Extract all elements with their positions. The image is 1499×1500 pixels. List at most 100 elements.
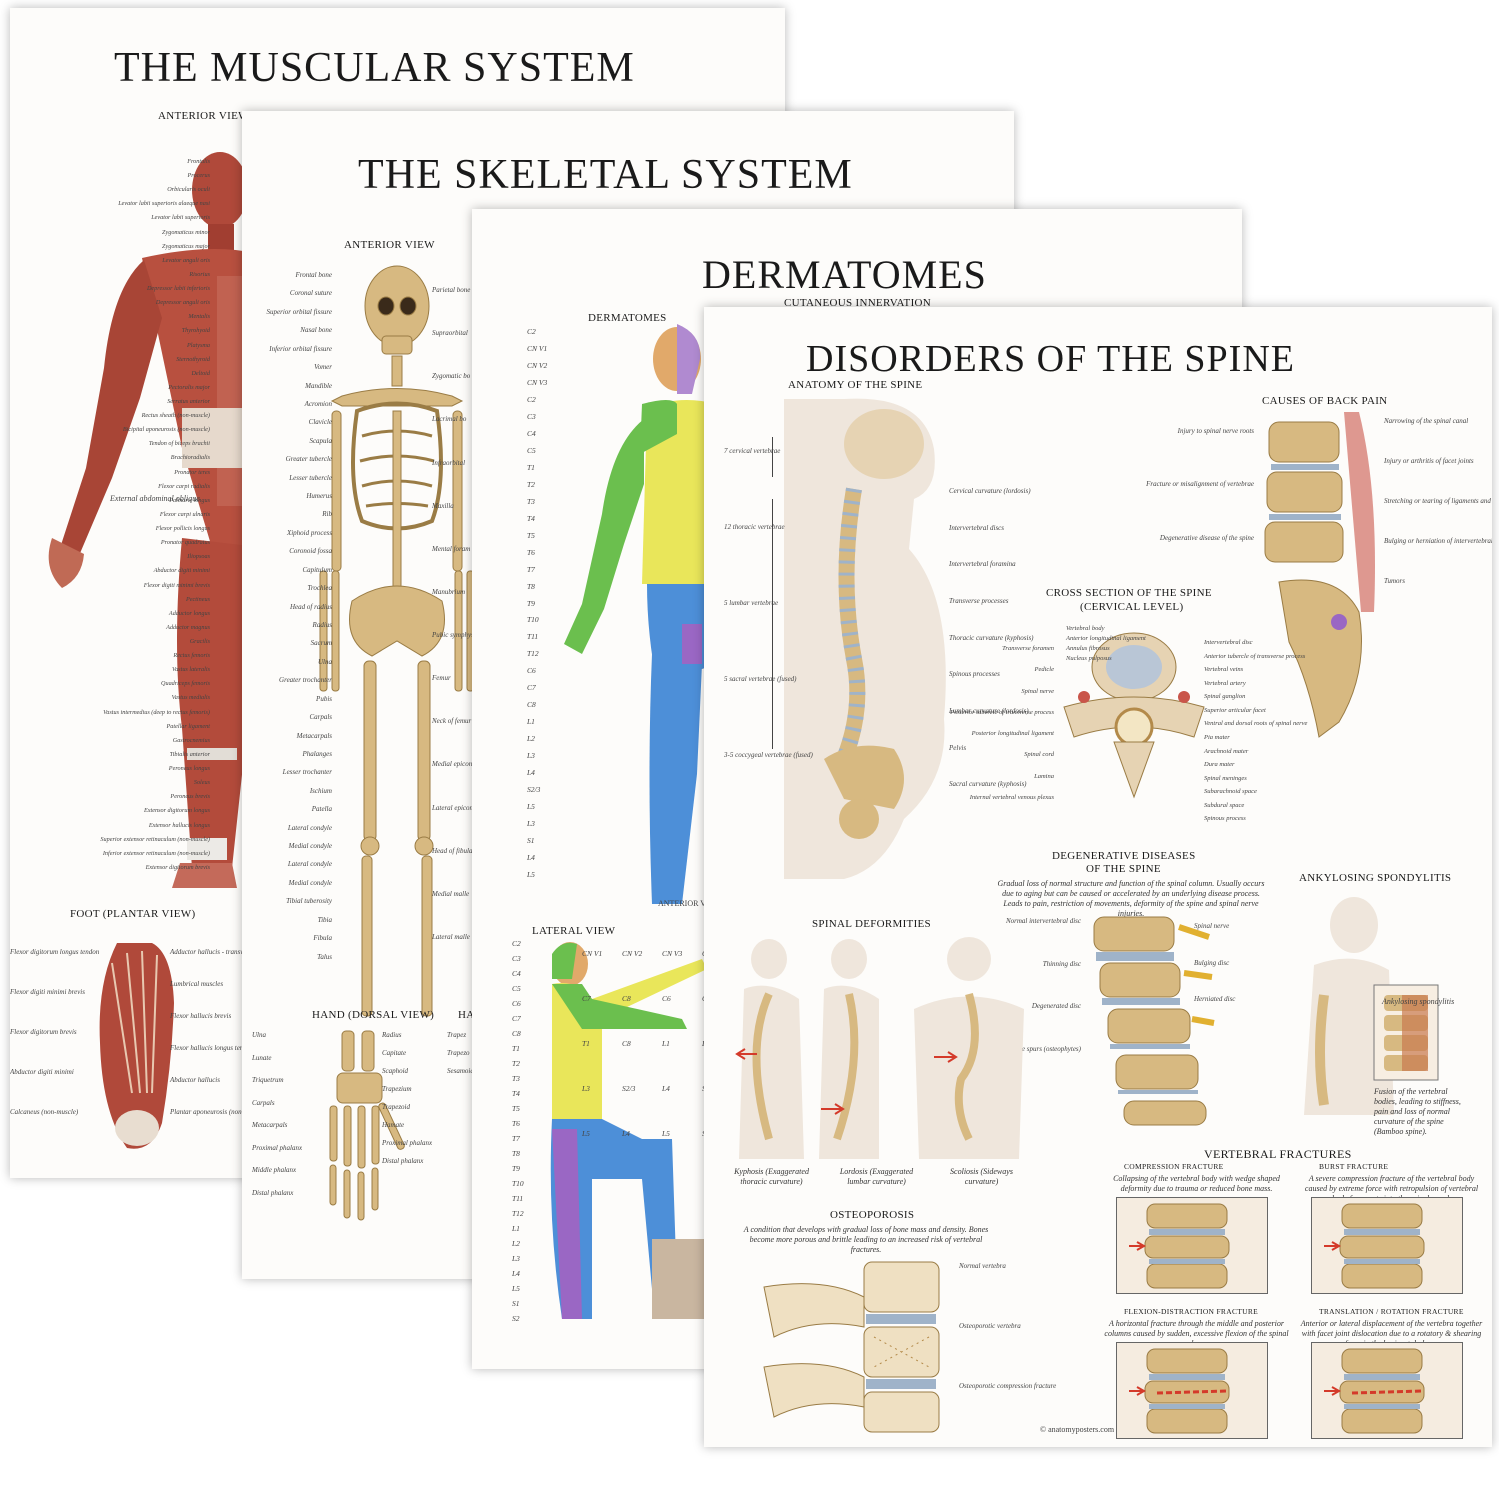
bone-label: Lateral epicond <box>432 804 477 812</box>
muscle-label: Superior extensor retinaculum (non-muscl… <box>100 836 210 843</box>
muscle-label: Deltoid <box>191 370 210 377</box>
bone-label: Maxilla <box>432 502 454 510</box>
muscle-label: Risorius <box>189 271 210 278</box>
foot-label: Lumbrical muscles <box>170 980 224 988</box>
muscle-label: Levator labii superioris <box>151 214 210 221</box>
dermatome-level: C4 <box>512 969 521 978</box>
bone-label: Femur <box>432 674 451 682</box>
dermatome-level: C6 <box>512 999 521 1008</box>
bone-label: Talus <box>317 953 332 961</box>
bone-label: Inferior orbital fissure <box>269 345 332 353</box>
muscle-label: Vastus medialis <box>171 694 210 701</box>
muscle-label: Extensor digitorum longus <box>144 807 210 814</box>
dermatome-level: CN V3 <box>662 949 683 958</box>
cross-section-label: Subdural space <box>1204 802 1245 809</box>
bone-label: Scapula <box>309 437 332 445</box>
cross-section-label: Subarachnoid space <box>1204 788 1257 795</box>
muscle-label: Depressor anguli oris <box>155 299 210 306</box>
vertebrae-group-bracket <box>772 437 775 477</box>
foot-label: Flexor hallucis longus tendon <box>170 1044 254 1052</box>
muscle-label: Inferior extensor retinaculum (non-muscl… <box>102 850 210 857</box>
anatomy-label: Sacral curvature (kyphosis) <box>949 780 1027 788</box>
dermatome-level: L3 <box>512 1254 520 1263</box>
dermatome-level: L4 <box>527 853 535 862</box>
degenerative-spine-figure <box>1093 916 1215 1126</box>
dermatome-level: L3 <box>527 819 535 828</box>
muscle-label: Pectoralis major <box>168 384 210 391</box>
cross-section-label: Intervertebral disc <box>1204 639 1253 646</box>
bone-label: Tibial tuberosity <box>286 897 332 905</box>
anatomy-label: 5 sacral vertebrae (fused) <box>724 675 797 683</box>
dermatome-level: C7 <box>527 683 536 692</box>
muscle-label: Rectus sheath (non-muscle) <box>141 412 210 419</box>
dermatome-level: T1 <box>527 463 535 472</box>
cross-section-label: Superior articular facet <box>1204 707 1266 714</box>
dermatome-level: L4 <box>622 1129 630 1138</box>
ankylosing-description: Fusion of the vertebral bodies, leading … <box>1374 1087 1461 1136</box>
dermatome-level: C2 <box>527 395 536 404</box>
bone-label: Clavicle <box>308 418 332 426</box>
lumbar-spine-figure <box>1264 412 1375 738</box>
cross-section-label: Spinal meninges <box>1204 775 1247 782</box>
muscle-label: Bicipital aponeurosis (non-muscle) <box>122 426 210 433</box>
osteoporosis-label: OSTEOPOROSIS <box>830 1209 915 1221</box>
poster-title: THE MUSCULAR SYSTEM <box>114 45 635 91</box>
dermatome-level: C3 <box>512 954 521 963</box>
foot-plantar-view-label: FOOT (PLANTAR VIEW) <box>70 908 196 920</box>
hand-bone-label: Trapezo <box>447 1049 470 1057</box>
dermatome-level: T1 <box>512 1044 520 1053</box>
muscle-label: Palmaris longus <box>169 497 210 504</box>
muscle-label: Flexor carpi ulnaris <box>159 511 210 518</box>
cross-section-label: Anterior tubercle of transverse process <box>1204 653 1306 660</box>
cross-section-label: Spinal nerve <box>1021 688 1054 695</box>
muscle-label: Serratus anterior <box>167 398 210 405</box>
cross-section-label: Arachnoid mater <box>1204 748 1249 755</box>
cross-section-label: Pia mater <box>1204 734 1230 741</box>
back-pain-label: Tumors <box>1384 577 1406 585</box>
hand-bone-label: Trapezium <box>382 1085 412 1093</box>
vertebrae-group-bracket <box>772 499 775 659</box>
hand-view-label-partial: HA <box>458 1009 475 1021</box>
degenerative-label: Thinning disc <box>1042 960 1081 968</box>
cross-section-label: Spinal cord <box>1024 751 1054 758</box>
bone-label: Greater trochanter <box>279 676 332 684</box>
bone-label: Mental foram <box>432 545 471 553</box>
dermatome-level: L1 <box>662 1039 670 1048</box>
bone-label: Superior orbital fissure <box>266 308 332 316</box>
dermatome-level: T11 <box>512 1194 524 1203</box>
deformity-caption: Kyphosis (Exaggerated thoracic curvature… <box>734 1167 809 1186</box>
back-pain-label: Stretching or tearing of ligaments and m… <box>1384 497 1492 505</box>
dermatome-level: T6 <box>512 1119 520 1128</box>
degenerative-label: Degenerated disc <box>1031 1002 1081 1010</box>
anatomy-label: 12 thoracic vertebrae <box>724 523 785 531</box>
cross-section-label: Spinous process <box>1204 815 1246 822</box>
dermatome-level: C4 <box>527 429 536 438</box>
bone-label: Zygomatic bo <box>432 372 471 380</box>
bone-label: Lesser tubercle <box>289 474 332 482</box>
bone-label: Medial condyle <box>288 879 332 887</box>
bone-label: Acromion <box>304 400 332 408</box>
bone-label: Xiphoid process <box>286 529 332 537</box>
bone-label: Lateral condyle <box>287 824 332 832</box>
muscle-label: Tibialis anterior <box>169 751 210 758</box>
cross-section-label: Transverse foramen <box>1002 645 1054 652</box>
muscle-label: Gracilis <box>189 638 210 645</box>
fracture-title: BURST FRACTURE <box>1319 1162 1389 1171</box>
cervical-cross-section-figure <box>1063 632 1205 799</box>
degenerative-label: Bone spurs (osteophytes) <box>1010 1045 1081 1053</box>
dermatome-level: C5 <box>527 446 536 455</box>
dermatome-level: CN V2 <box>527 361 548 370</box>
poster-title: THE SKELETAL SYSTEM <box>358 152 853 198</box>
cross-section-label: Vertebral veins <box>1204 666 1244 673</box>
bone-label: Rib <box>322 510 332 518</box>
muscle-label: Platysma <box>186 342 210 349</box>
dermatome-level: T10 <box>512 1179 524 1188</box>
muscle-label: Levator anguli oris <box>162 257 210 264</box>
fracture-illustration <box>1311 1197 1463 1294</box>
bone-label: Fibula <box>313 934 332 942</box>
